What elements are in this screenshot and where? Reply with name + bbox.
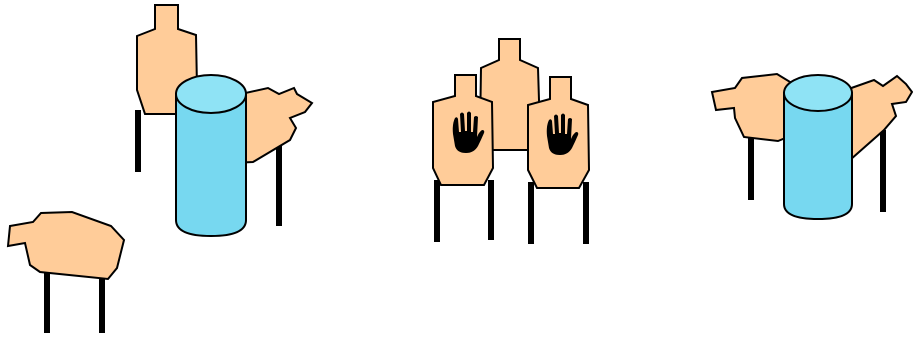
- group-lone-target: [6, 210, 126, 333]
- silhouette-target-icon: [6, 210, 126, 281]
- target-leg: [99, 278, 105, 333]
- target-leg: [44, 270, 50, 333]
- group-barrel-left: [135, 4, 314, 238]
- barrel-icon: [783, 74, 853, 221]
- silhouette-target-icon: [231, 86, 314, 165]
- target-leg: [528, 182, 534, 244]
- target-leg: [748, 138, 754, 200]
- barrel-icon: [175, 74, 247, 238]
- target-leg: [276, 142, 282, 226]
- target-leg: [880, 130, 886, 212]
- group-hostage: [432, 38, 591, 244]
- target-leg: [135, 110, 141, 172]
- target-leg: [488, 180, 494, 240]
- target-leg: [434, 180, 440, 242]
- target-leg: [583, 182, 589, 244]
- group-barrel-right: [710, 72, 913, 221]
